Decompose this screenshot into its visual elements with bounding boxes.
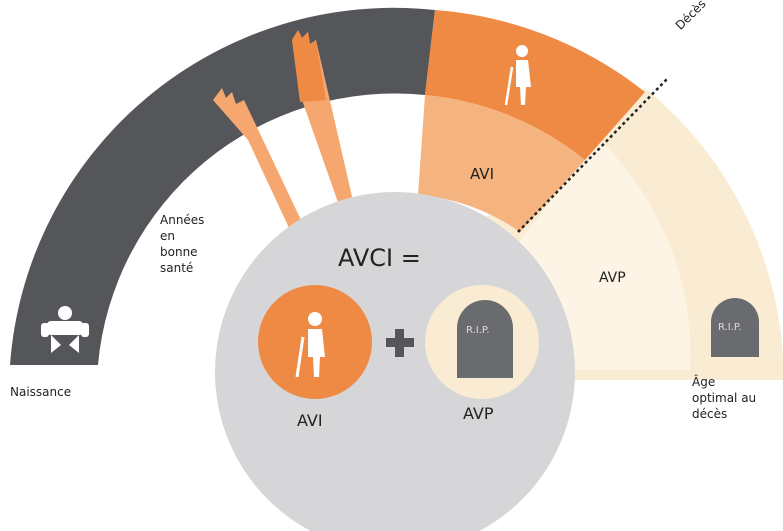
avi-arc-label: AVI xyxy=(470,165,494,183)
avi-arc-outer xyxy=(425,10,645,160)
avp-circle-label: AVP xyxy=(463,404,494,423)
rip-circle-text: R.I.P. xyxy=(466,325,490,336)
birth-label: Naissance xyxy=(10,385,72,399)
avci-circle xyxy=(215,192,575,531)
rip-arc-text: R.I.P. xyxy=(718,322,742,333)
healthy-years-label: Années en bonne santé xyxy=(160,213,205,275)
avi-arc-inner xyxy=(418,95,585,232)
baby-icon xyxy=(41,306,89,353)
disability-spike-1 xyxy=(213,88,302,230)
avi-circle-label: AVI xyxy=(297,411,323,430)
avci-formula: AVCI = xyxy=(338,244,421,272)
disability-spike-2-top xyxy=(292,30,326,102)
optimal-age-label: Âge optimal au décès xyxy=(692,375,757,421)
avp-arc-label: AVP xyxy=(599,270,626,286)
elderly-person-icon xyxy=(295,312,325,378)
elderly-person-icon xyxy=(504,45,531,106)
plus-icon xyxy=(386,329,414,357)
tombstone-icon xyxy=(457,300,513,378)
tombstone-icon xyxy=(711,298,759,357)
